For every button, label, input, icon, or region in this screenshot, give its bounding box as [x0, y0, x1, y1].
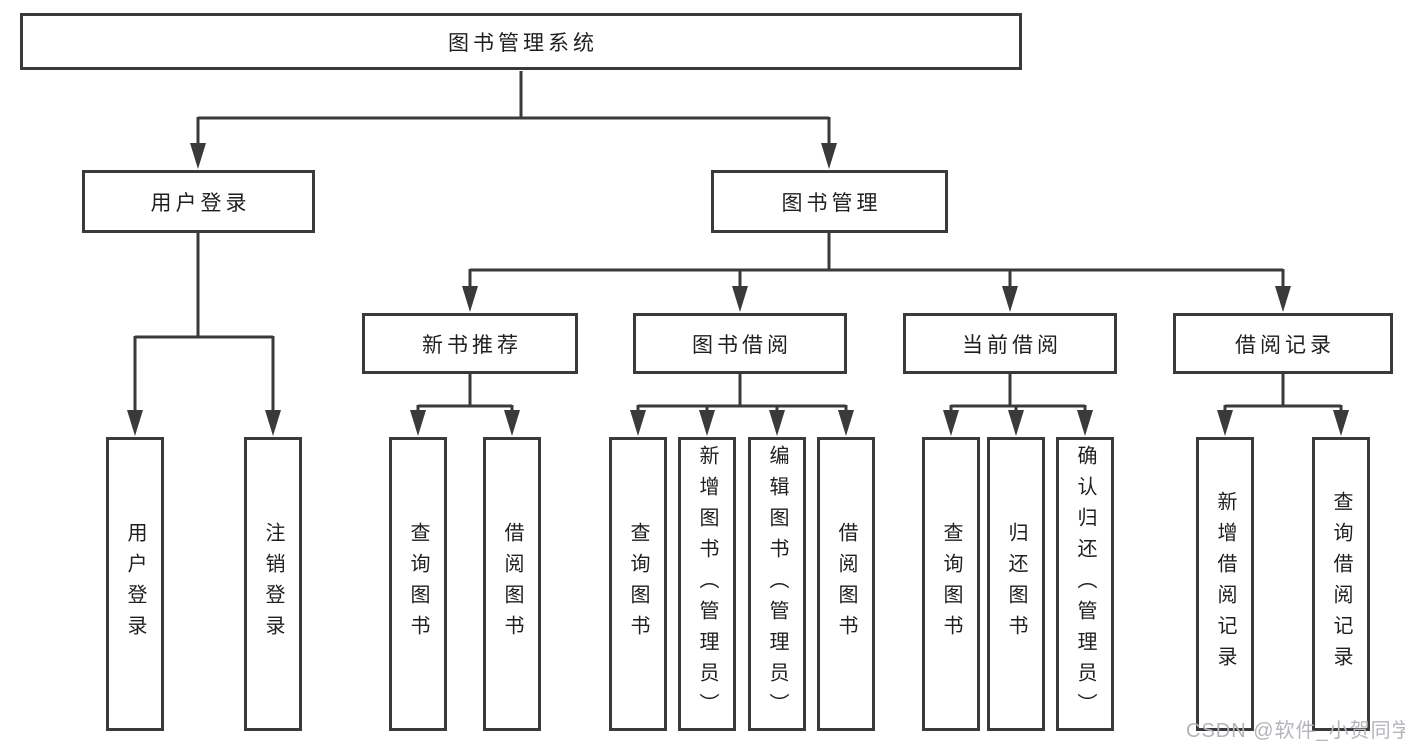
arrowhead [943, 410, 959, 436]
leaf-query-books-recommend: 查询图书 [389, 437, 447, 731]
arrowhead [1002, 286, 1018, 312]
connector-current-to-leaves [949, 373, 1087, 412]
leaf-query-borrow-record: 查询借阅记录 [1312, 437, 1370, 731]
leaf-borrow-books-borrowing: 借阅图书 [817, 437, 875, 731]
leaf-return-books: 归还图书 [987, 437, 1045, 731]
watermark: CSDN @软件_小贺同学 [1186, 720, 1405, 742]
leaf-query-books-borrowing: 查询图书 [609, 437, 667, 731]
node-label: 借阅记录 [1235, 333, 1335, 357]
node-library-management-system: 图书管理系统 [20, 13, 1022, 70]
arrowhead [838, 410, 854, 436]
arrowhead [127, 410, 143, 436]
leaf-label: 用户登录 [124, 522, 146, 646]
leaf-label: 归还图书 [1005, 522, 1027, 646]
connector-borrowing-to-leaves [636, 373, 848, 412]
leaf-label: 查询图书 [407, 522, 429, 646]
arrowhead [265, 410, 281, 436]
node-label: 图书管理 [781, 191, 882, 215]
node-label: 用户登录 [150, 191, 251, 215]
arrowhead [1008, 410, 1024, 436]
arrowhead [821, 143, 837, 169]
connector-user-login-to-leaves [133, 232, 275, 412]
leaf-label: 查询图书 [940, 522, 962, 646]
leaf-label: 借阅图书 [501, 522, 523, 646]
leaf-label: 注销登录 [262, 522, 284, 646]
arrowhead [1217, 410, 1233, 436]
leaf-confirm-return-admin: 确认归还（管理员） [1056, 437, 1114, 731]
leaf-label: 确认归还（管理员） [1074, 444, 1096, 724]
arrowhead [410, 410, 426, 436]
arrowhead [769, 410, 785, 436]
leaf-label: 编辑图书（管理员） [766, 444, 788, 724]
arrowhead [630, 410, 646, 436]
node-book-management: 图书管理 [711, 170, 948, 233]
node-label: 图书借阅 [692, 333, 792, 357]
connector-book-management-to-modules [468, 232, 1285, 288]
leaf-label: 新增借阅记录 [1214, 491, 1236, 677]
arrowhead [732, 286, 748, 312]
arrowhead [699, 410, 715, 436]
leaf-label: 查询图书 [627, 522, 649, 646]
leaf-label: 查询借阅记录 [1330, 491, 1352, 677]
node-book-borrowing: 图书借阅 [633, 313, 847, 374]
arrowhead [504, 410, 520, 436]
leaf-edit-books-admin: 编辑图书（管理员） [748, 437, 806, 731]
arrowhead [462, 286, 478, 312]
leaf-user-login: 用户登录 [106, 437, 164, 731]
node-new-book-recommendation: 新书推荐 [362, 313, 578, 374]
node-label: 图书管理系统 [448, 31, 598, 55]
connector-root-to-branches [196, 71, 831, 146]
arrowhead [190, 143, 206, 169]
node-current-borrowing: 当前借阅 [903, 313, 1117, 374]
node-borrowing-records: 借阅记录 [1173, 313, 1393, 374]
leaf-borrow-books-recommend: 借阅图书 [483, 437, 541, 731]
node-user-login: 用户登录 [82, 170, 315, 233]
arrowhead [1333, 410, 1349, 436]
node-label: 当前借阅 [962, 333, 1062, 357]
arrowhead [1077, 410, 1093, 436]
leaf-logout: 注销登录 [244, 437, 302, 731]
node-label: 新书推荐 [422, 333, 522, 357]
leaf-label: 借阅图书 [835, 522, 857, 646]
arrowhead [1275, 286, 1291, 312]
connector-recommendation-to-leaves [416, 373, 514, 412]
connector-records-to-leaves [1223, 373, 1343, 412]
leaf-add-books-admin: 新增图书（管理员） [678, 437, 736, 731]
leaf-label: 新增图书（管理员） [696, 444, 718, 724]
leaf-query-books-current: 查询图书 [922, 437, 980, 731]
leaf-add-borrow-record: 新增借阅记录 [1196, 437, 1254, 731]
